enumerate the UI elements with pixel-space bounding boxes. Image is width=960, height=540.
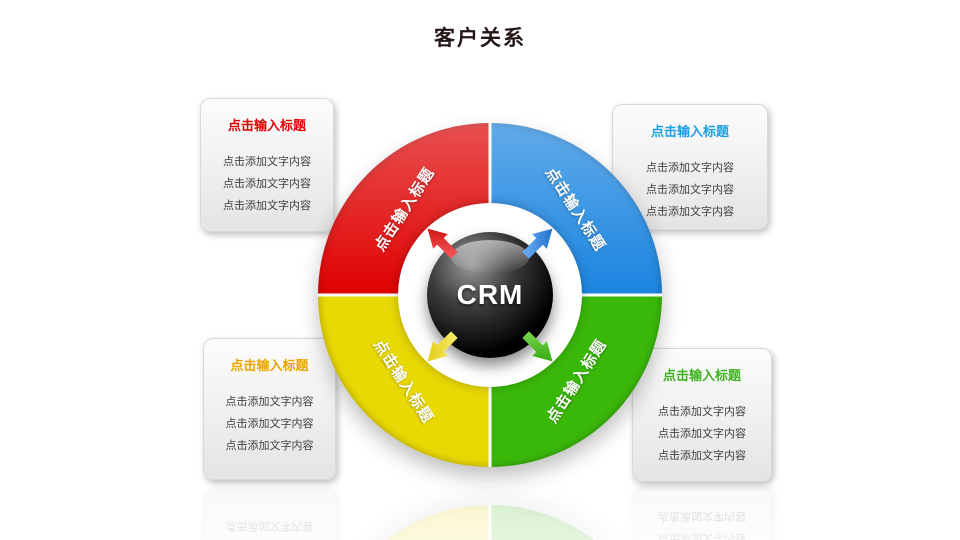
ring-inner-circle: CRM — [398, 203, 582, 387]
textbox-line[interactable]: 点击添加文字内容 — [223, 156, 311, 168]
textbox-line[interactable]: 点击添加文字内容 — [223, 178, 311, 190]
diagram-stage: 客户关系 点击输入标题 点击添加文字内容 点击添加文字内容 点击添加文字内容 点… — [200, 27, 772, 482]
textbox-top-left[interactable]: 点击输入标题 点击添加文字内容 点击添加文字内容 点击添加文字内容 — [200, 98, 334, 232]
textbox-body: 点击添加文字内容 点击添加文字内容 点击添加文字内容 — [226, 387, 314, 459]
textbox-line[interactable]: 点击添加文字内容 — [658, 406, 746, 418]
slide-title: 客户关系 — [434, 27, 526, 50]
textbox-line[interactable]: 点击添加文字内容 — [658, 428, 746, 440]
crm-sphere: CRM — [427, 232, 553, 358]
textbox-line[interactable]: 点击添加文字内容 — [646, 162, 734, 174]
textbox-line[interactable]: 点击添加文字内容 — [658, 450, 746, 462]
textbox-bottom-left[interactable]: 点击输入标题 点击添加文字内容 点击添加文字内容 点击添加文字内容 — [203, 338, 336, 480]
textbox-line[interactable]: 点击添加文字内容 — [225, 418, 314, 430]
textbox-title[interactable]: 点击输入标题 — [230, 358, 309, 373]
textbox-title[interactable]: 点击输入标题 — [227, 118, 306, 133]
textbox-body: 点击添加文字内容 点击添加文字内容 点击添加文字内容 — [658, 397, 746, 469]
arrow-icon-blue — [516, 219, 561, 264]
crm-ring: 点击输入标题 点击输入标题 点击输入标题 点击输入标题 CRM — [318, 123, 662, 467]
textbox-line[interactable]: 点击添加文字内容 — [223, 200, 311, 212]
textbox-line[interactable]: 点击添加文字内容 — [646, 184, 734, 196]
arrow-icon-red — [418, 219, 463, 264]
textbox-bottom-right[interactable]: 点击输入标题 点击添加文字内容 点击添加文字内容 点击添加文字内容 — [632, 348, 772, 482]
textbox-line[interactable]: 点击添加文字内容 — [225, 440, 314, 452]
crm-center-label: CRM — [456, 279, 524, 310]
textbox-title[interactable]: 点击输入标题 — [662, 368, 741, 383]
textbox-title[interactable]: 点击输入标题 — [650, 124, 729, 139]
arrow-icon-green — [516, 325, 561, 370]
textbox-line[interactable]: 点击添加文字内容 — [225, 396, 314, 408]
textbox-body: 点击添加文字内容 点击添加文字内容 点击添加文字内容 — [223, 147, 311, 219]
arrow-icon-yellow — [418, 325, 463, 370]
textbox-body: 点击添加文字内容 点击添加文字内容 点击添加文字内容 — [646, 153, 734, 225]
textbox-line[interactable]: 点击添加文字内容 — [646, 206, 734, 218]
